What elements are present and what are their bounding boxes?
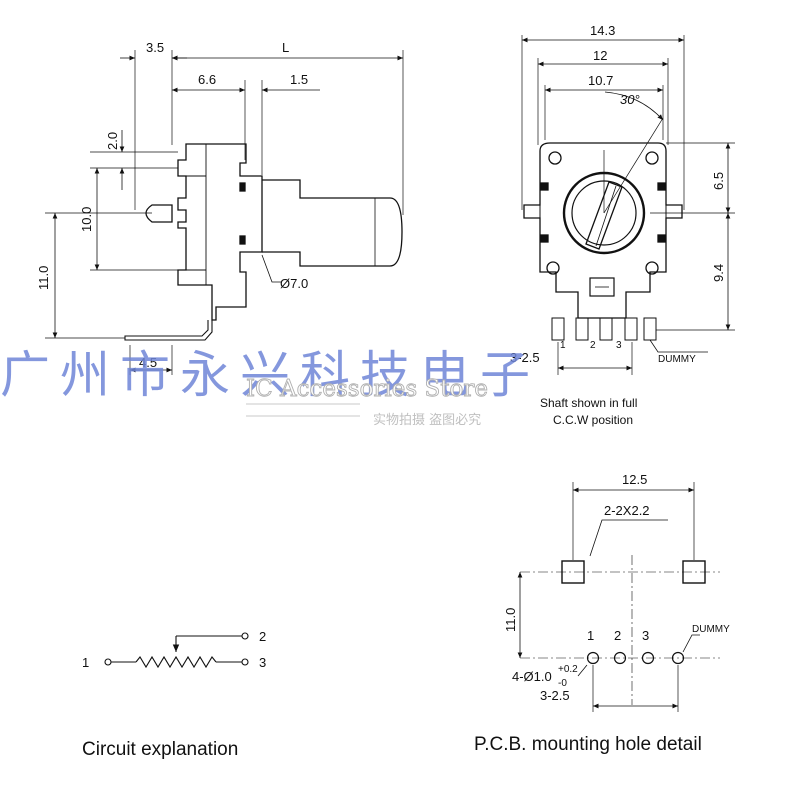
watermark-english: IC Accessories Store — [246, 376, 488, 402]
dim-30-deg: 30° — [620, 92, 640, 107]
dim-6-6: 6.6 — [198, 72, 216, 87]
dim-6-5: 6.5 — [711, 172, 726, 190]
shaft-caption-line-2: C.C.W position — [553, 413, 633, 427]
dim-10-7: 10.7 — [588, 73, 613, 88]
side-view — [45, 50, 404, 375]
pcb-dim-11-0: 11.0 — [503, 608, 518, 632]
pcb-holes-label: 4-Ø1.0 — [512, 669, 552, 684]
front-view — [521, 35, 735, 375]
circuit-diagram — [104, 632, 249, 669]
dim-12: 12 — [593, 48, 607, 63]
dim-14-3: 14.3 — [590, 23, 615, 38]
circuit-labels: 1 2 3 Circuit explanation — [82, 629, 266, 760]
pcb-holes-tol-minus: -0 — [558, 678, 567, 689]
pcb-layout — [517, 482, 720, 712]
circuit-pin-2: 2 — [259, 629, 266, 644]
pcb-pitch-label: 3-2.5 — [540, 688, 570, 703]
watermark: 广州市永兴科技电子 IC Accessories Store 实物拍摄 盗图必究 — [0, 346, 540, 428]
side-view-labels: 3.5 L 6.6 1.5 2.0 10.0 11.0 Ø7.0 4.5 — [36, 40, 308, 370]
watermark-subtext: 实物拍摄 盗图必究 — [373, 412, 481, 428]
dim-3-5: 3.5 — [146, 40, 164, 55]
dim-length: L — [282, 40, 289, 55]
pcb-pin-3: 3 — [642, 628, 649, 643]
front-view-labels: 14.3 12 10.7 30° 6.5 9.4 1 2 3 DUMMY 3-2… — [510, 23, 726, 427]
pcb-dim-12-5: 12.5 — [622, 472, 647, 487]
pcb-pad-left — [561, 560, 585, 584]
dim-11-0: 11.0 — [36, 266, 51, 290]
dim-9-4: 9.4 — [711, 264, 726, 282]
circuit-title: Circuit explanation — [82, 739, 238, 760]
watermark-chinese: 广州市永兴科技电子 — [0, 346, 540, 404]
circuit-pin-1: 1 — [82, 655, 89, 670]
dim-10-0: 10.0 — [79, 207, 94, 232]
front-dummy-label: DUMMY — [658, 354, 696, 365]
pcb-dummy-label: DUMMY — [692, 624, 730, 635]
pcb-dim-pads: 2-2X2.2 — [604, 503, 650, 518]
resistor-symbol — [135, 655, 217, 669]
dim-shaft-diameter: Ø7.0 — [280, 276, 308, 291]
pcb-pin-2: 2 — [614, 628, 621, 643]
front-pin-1-label: 1 — [560, 340, 566, 351]
pcb-pin-1: 1 — [587, 628, 594, 643]
pcb-labels: 12.5 2-2X2.2 11.0 1 2 3 DUMMY 4-Ø1.0 +0.… — [474, 472, 730, 755]
circuit-pin-3: 3 — [259, 655, 266, 670]
dim-4-5: 4.5 — [139, 355, 157, 370]
dim-1-5: 1.5 — [290, 72, 308, 87]
front-pin-2-label: 2 — [590, 340, 596, 351]
pcb-holes-tol-plus: +0.2 — [558, 664, 578, 675]
front-pin-3-label: 3 — [616, 340, 622, 351]
pcb-pad-right — [682, 560, 706, 584]
dim-2-0: 2.0 — [105, 132, 120, 150]
pcb-title: P.C.B. mounting hole detail — [474, 734, 702, 755]
shaft-caption-line-1: Shaft shown in full — [540, 396, 637, 410]
front-pitch-label: 3-2.5 — [510, 350, 540, 365]
